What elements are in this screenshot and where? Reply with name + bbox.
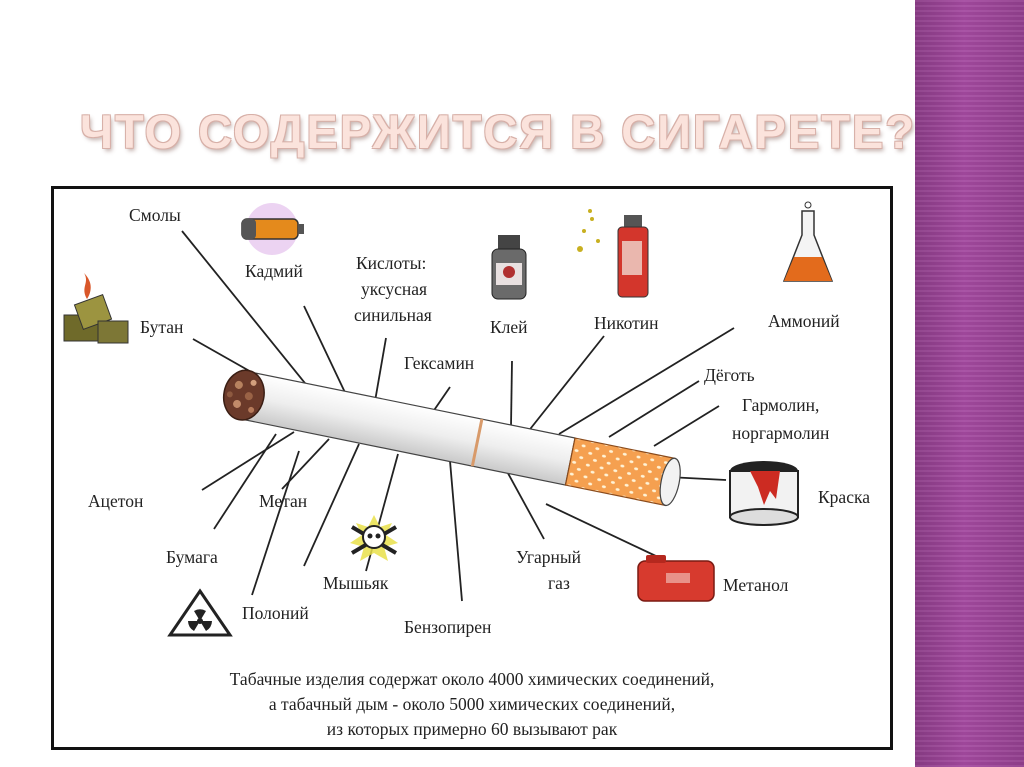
label-bumaga: Бумага — [166, 547, 218, 567]
label-myshyak: Мышьяк — [323, 573, 389, 593]
caption-text: Табачные изделия содержат около 4000 хим… — [54, 667, 890, 742]
label-kley: Клей — [490, 317, 528, 337]
cigarette-diagram: Смолы Кадмий Кислоты: уксусная синильная… — [63, 201, 870, 637]
diagram-panel: Смолы Кадмий Кислоты: уксусная синильная… — [51, 186, 893, 750]
label-butan: Бутан — [140, 317, 183, 337]
label-degot: Дёготь — [704, 365, 755, 385]
label-metanol: Метанол — [723, 575, 789, 595]
label-norgarmolin: норгармолин — [732, 423, 829, 443]
label-kraska: Краска — [818, 487, 870, 507]
label-kadmiy: Кадмий — [245, 261, 303, 281]
label-ugarnyy: Угарный — [516, 547, 581, 567]
label-aceton: Ацетон — [88, 491, 143, 511]
fuel-canister-icon — [637, 555, 715, 602]
label-metan: Метан — [259, 491, 307, 511]
glue-bottle-icon — [491, 235, 527, 300]
label-kisloty: Кислоты: — [356, 253, 426, 273]
cigarette-illustration — [222, 369, 681, 507]
caption-line: а табачный дым - около 5000 химических с… — [268, 694, 676, 714]
radiation-icon — [167, 588, 233, 637]
side-decor-stripe — [915, 0, 1024, 767]
lighter-icon — [63, 273, 129, 344]
label-sinilnaya: синильная — [354, 305, 432, 325]
caption-line: из которых примерно 60 вызывают рак — [326, 719, 618, 739]
battery-icon — [241, 203, 304, 255]
label-geksamin: Гексамин — [404, 353, 474, 373]
flask-icon — [782, 201, 834, 282]
label-poloniy: Полоний — [242, 603, 309, 623]
label-smoly: Смолы — [129, 205, 181, 225]
label-ammoniy: Аммоний — [768, 311, 840, 331]
paint-can-icon — [729, 461, 799, 526]
label-nikotin: Никотин — [594, 313, 659, 333]
skull-crossbones-icon — [350, 515, 398, 561]
label-benzopiren: Бензопирен — [404, 617, 491, 637]
spray-can-icon — [577, 209, 649, 298]
label-garmolin: Гармолин, — [742, 395, 819, 415]
ingredient-labels: Смолы Кадмий Кислоты: уксусная синильная… — [88, 205, 870, 637]
label-gaz: газ — [548, 573, 570, 593]
caption-line: Табачные изделия содержат около 4000 хим… — [229, 669, 715, 689]
label-uksusnaya: уксусная — [361, 279, 427, 299]
slide-title: ЧТО СОДЕРЖИТСЯ В СИГАРЕТЕ? — [80, 105, 917, 158]
